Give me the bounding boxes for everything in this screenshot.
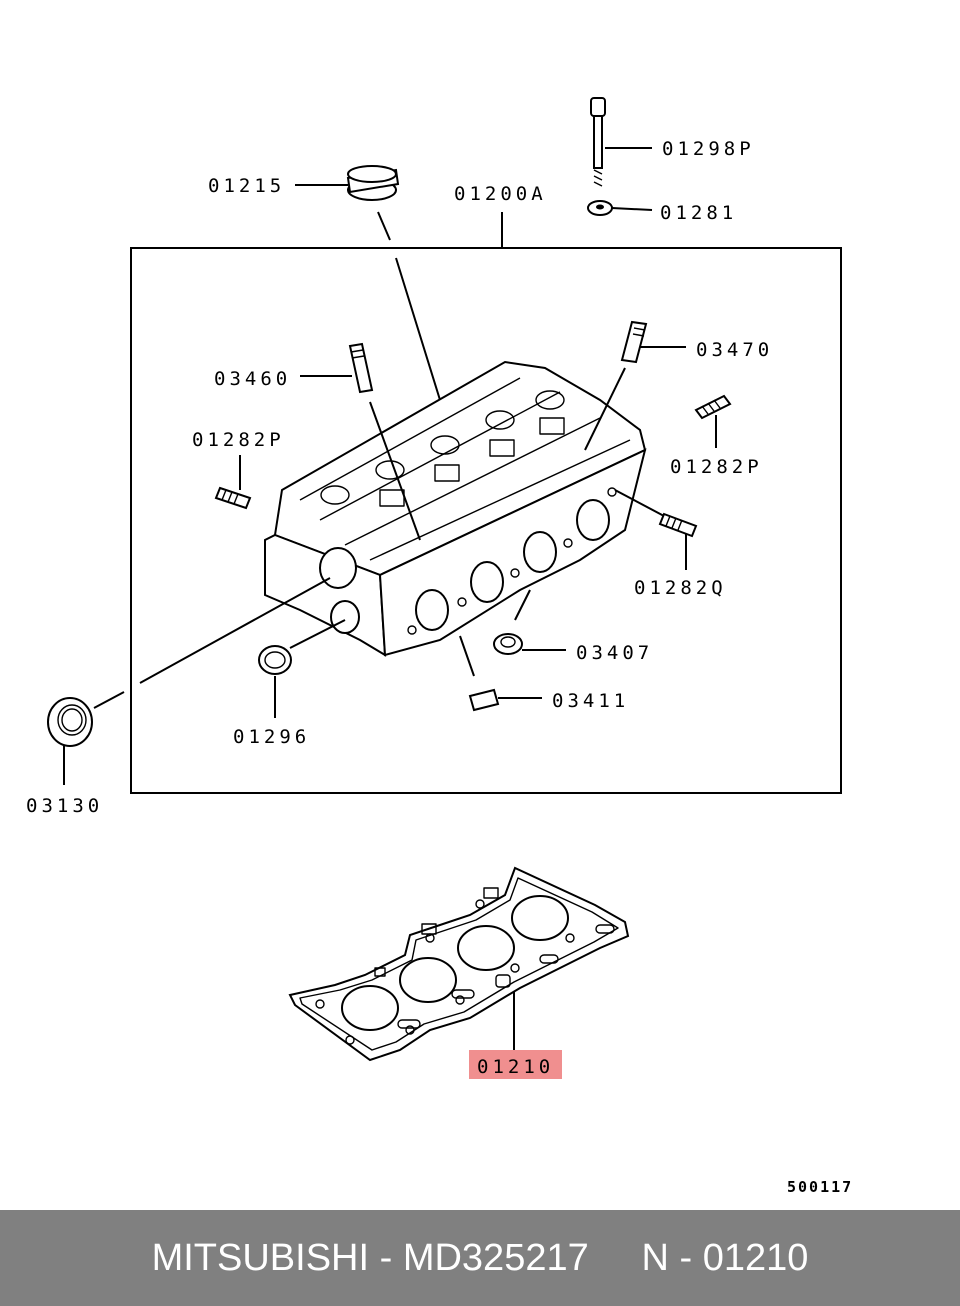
leader-01282q-to-head	[614, 489, 665, 517]
label-01296: 01296	[233, 726, 310, 748]
assembly-frame	[130, 247, 842, 794]
oil-seal-03130	[47, 697, 93, 747]
label-01298p: 01298P	[662, 138, 755, 160]
leader-03130-to-head	[93, 577, 331, 709]
label-01215: 01215	[208, 175, 285, 197]
stud-01282p-right	[694, 394, 732, 420]
highlight-01210	[469, 1050, 562, 1079]
ring-01296	[258, 645, 292, 675]
leader-03411-to-head	[459, 635, 475, 677]
leader-01215-to-head	[377, 211, 441, 401]
stud-03460	[348, 342, 374, 394]
leader-01281	[611, 207, 653, 211]
label-01210: 01210	[477, 1056, 554, 1078]
label-03470: 03470	[696, 339, 773, 361]
label-03407: 03407	[576, 642, 653, 664]
plug-03411	[468, 688, 500, 712]
leader-03470-to-head	[584, 367, 626, 451]
cylinder-head	[264, 360, 647, 657]
leader-01296-to-head	[289, 619, 346, 649]
label-01200a: 01200A	[454, 183, 547, 205]
diagram-code: 500117	[787, 1178, 853, 1196]
leader-03460-to-head	[369, 401, 421, 541]
label-01282p-left: 01282P	[192, 429, 285, 451]
leader-03407-to-head	[514, 589, 531, 621]
parts-diagram: 01298P 01281 01215 01200A 03470 03460 01…	[26, 97, 853, 1196]
stud-03470	[620, 320, 648, 364]
label-01282p-right: 01282P	[670, 456, 763, 478]
seal-03407	[493, 633, 523, 655]
washer-01281	[587, 200, 613, 216]
stud-01282p-left	[214, 486, 252, 510]
label-01281: 01281	[660, 202, 737, 224]
cap-01215	[346, 165, 400, 201]
bolt-01298p	[590, 97, 606, 187]
footer-bar: MITSUBISHI - MD325217 N - 01210	[0, 1210, 960, 1306]
head-gasket-01210	[288, 866, 630, 1062]
label-03130: 03130	[26, 795, 103, 817]
footer-text: MITSUBISHI - MD325217 N - 01210	[151, 1236, 809, 1279]
label-03411: 03411	[552, 690, 629, 712]
label-03460: 03460	[214, 368, 291, 390]
label-01282q: 01282Q	[634, 577, 727, 599]
stud-01282q	[658, 512, 698, 538]
